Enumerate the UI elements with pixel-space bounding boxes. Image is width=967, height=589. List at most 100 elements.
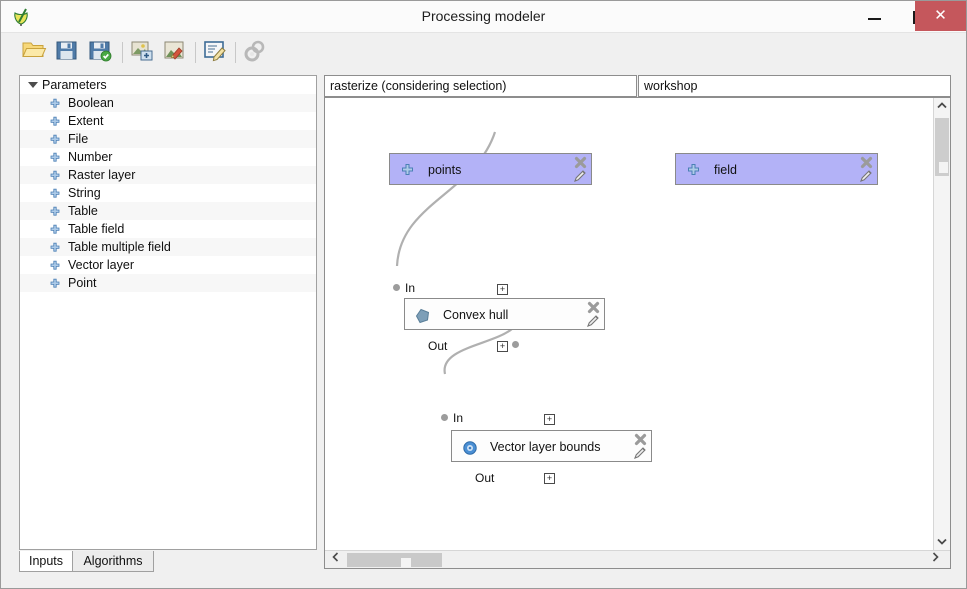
model-node-points[interactable]: points <box>389 153 592 185</box>
tree-item[interactable]: Table field <box>20 220 316 238</box>
close-x-icon[interactable] <box>634 433 647 446</box>
export-picture-tools-icon <box>164 41 184 60</box>
tree-item[interactable]: String <box>20 184 316 202</box>
plus-add-icon <box>49 223 61 235</box>
close-x-icon[interactable] <box>574 156 587 169</box>
tree-item[interactable]: Point <box>20 274 316 292</box>
save-model-as-button[interactable] <box>87 38 117 66</box>
open-model-button[interactable] <box>21 38 51 66</box>
convex-hull-in-label: In <box>405 281 416 295</box>
pencil-edit-icon[interactable] <box>632 445 648 461</box>
tree-root-label: Parameters <box>42 78 107 92</box>
folder-open-icon <box>22 42 47 57</box>
tree-item-label: File <box>68 132 89 146</box>
tree-item[interactable]: Number <box>20 148 316 166</box>
node-label: points <box>428 163 462 177</box>
plus-add-icon <box>400 163 415 178</box>
convex-hull-out-label: Out <box>428 339 448 353</box>
chevron-right-icon[interactable] <box>927 551 944 568</box>
plus-add-icon <box>49 151 61 163</box>
convex-hull-in-port-dot[interactable] <box>393 284 400 291</box>
left-panel-tabs: Inputs Algorithms <box>19 551 315 573</box>
toolbar-separator-1 <box>122 42 123 63</box>
convex-hull-out-port-dot[interactable] <box>512 341 519 348</box>
model-node-vector-layer-bounds[interactable]: Vector layer bounds <box>451 430 652 462</box>
node-label: Vector layer bounds <box>490 440 601 454</box>
tree-root-parameters[interactable]: Parameters <box>20 76 316 94</box>
pencil-edit-icon[interactable] <box>572 168 588 184</box>
export-image-icon <box>131 41 153 61</box>
title-bar: Processing modeler ✕ <box>1 1 966 33</box>
tree-item-label: Table multiple field <box>68 240 171 254</box>
tree-item[interactable]: Vector layer <box>20 256 316 274</box>
plus-add-icon <box>686 163 701 178</box>
convex-hull-polygon-icon <box>415 308 430 324</box>
export-as-script-button[interactable] <box>162 38 192 66</box>
vector-layer-bounds-out-expand-button[interactable]: + <box>544 473 555 484</box>
plus-add-icon <box>49 241 61 253</box>
tree-item-label: Number <box>68 150 113 164</box>
plus-add-icon <box>49 205 61 217</box>
scroll-thumb-grip <box>401 558 411 567</box>
tree-item-label: Table <box>68 204 98 218</box>
vector-layer-bounds-in-expand-button[interactable]: + <box>544 414 555 425</box>
pencil-edit-icon[interactable] <box>585 313 601 329</box>
minimize-button[interactable] <box>852 1 897 31</box>
chevron-up-icon[interactable] <box>934 98 950 115</box>
vector-layer-bounds-in-port-dot[interactable] <box>441 414 448 421</box>
tab-inputs[interactable]: Inputs <box>19 551 73 572</box>
save-as-floppy-check-icon <box>89 41 112 62</box>
tree-item[interactable]: Boolean <box>20 94 316 112</box>
model-canvas[interactable]: points <box>325 98 933 551</box>
tree-item[interactable]: Table <box>20 202 316 220</box>
close-x-icon[interactable] <box>860 156 873 169</box>
canvas-horizontal-scrollbar[interactable] <box>325 550 950 568</box>
vector-bounds-gear-icon <box>462 440 477 455</box>
tree-item-label: Extent <box>68 114 104 128</box>
convex-hull-out-expand-button[interactable]: + <box>497 341 508 352</box>
tab-algorithms[interactable]: Algorithms <box>73 551 154 572</box>
plus-add-icon <box>49 259 61 271</box>
pencil-edit-icon[interactable] <box>858 168 874 184</box>
tree-item[interactable]: Raster layer <box>20 166 316 184</box>
window-title: Processing modeler <box>421 8 546 24</box>
plus-add-icon <box>49 115 61 127</box>
close-button[interactable]: ✕ <box>915 1 966 31</box>
tree-item[interactable]: Extent <box>20 112 316 130</box>
model-node-convex-hull[interactable]: Convex hull <box>404 298 605 330</box>
chevron-down-icon[interactable] <box>934 534 950 551</box>
toolbar-separator-3 <box>235 42 236 63</box>
horizontal-scroll-thumb[interactable] <box>347 553 442 567</box>
tree-item-label: String <box>68 186 101 200</box>
plus-add-icon <box>49 169 61 181</box>
model-node-field[interactable]: field <box>675 153 878 185</box>
run-model-button[interactable] <box>242 38 272 66</box>
tree-item[interactable]: Table multiple field <box>20 238 316 256</box>
model-name-input[interactable]: rasterize (considering selection) <box>324 75 637 97</box>
tree-item-label: Point <box>68 276 97 290</box>
tree-item-label: Raster layer <box>68 168 136 182</box>
canvas-vertical-scrollbar[interactable] <box>933 98 950 551</box>
plus-add-icon <box>49 277 61 289</box>
edit-help-button[interactable] <box>202 38 232 66</box>
plus-add-icon <box>49 187 61 199</box>
tree-item-label: Boolean <box>68 96 114 110</box>
tree-item-label: Table field <box>68 222 125 236</box>
save-floppy-icon <box>56 41 77 60</box>
close-icon: ✕ <box>934 7 947 24</box>
plus-add-icon <box>49 97 61 109</box>
vertical-scroll-thumb[interactable] <box>935 118 949 176</box>
export-image-button[interactable] <box>129 38 159 66</box>
model-group-input[interactable]: workshop <box>638 75 951 97</box>
triangle-down-icon[interactable] <box>28 82 38 88</box>
minimize-icon <box>868 18 881 20</box>
node-label: field <box>714 163 737 177</box>
save-model-button[interactable] <box>54 38 84 66</box>
close-x-icon[interactable] <box>587 301 600 314</box>
convex-hull-in-expand-button[interactable]: + <box>497 284 508 295</box>
chevron-left-icon[interactable] <box>327 551 344 568</box>
tree-item[interactable]: File <box>20 130 316 148</box>
